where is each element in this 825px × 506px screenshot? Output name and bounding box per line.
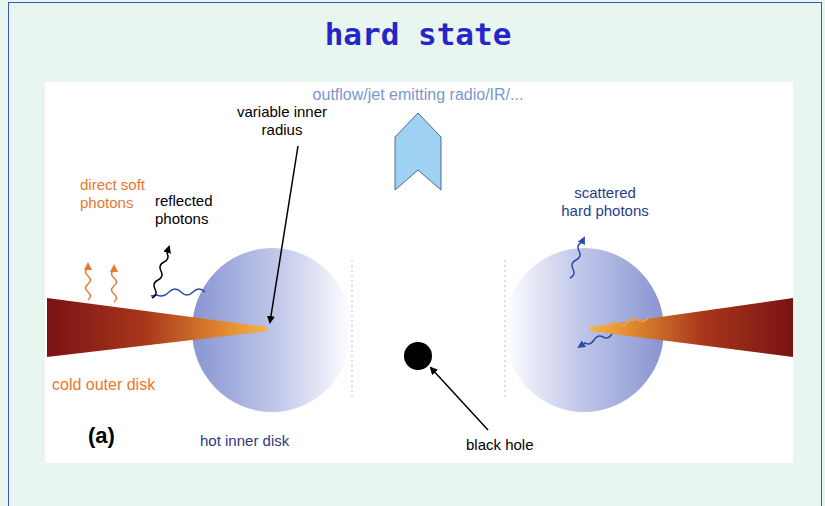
black-hole-label: black hole [466, 436, 534, 454]
jet-label: outflow/jet emitting radio/IR/... [313, 85, 524, 104]
hard-photons-label: scattered hard photons [558, 184, 652, 220]
reflected-label: reflected photons [155, 192, 237, 228]
panel-letter: (a) [88, 423, 115, 449]
slide-title: hard state [325, 16, 512, 53]
radius-label: variable inner radius [222, 103, 342, 139]
outer-disk-label: cold outer disk [52, 375, 155, 394]
inner-disk-label: hot inner disk [200, 432, 289, 450]
